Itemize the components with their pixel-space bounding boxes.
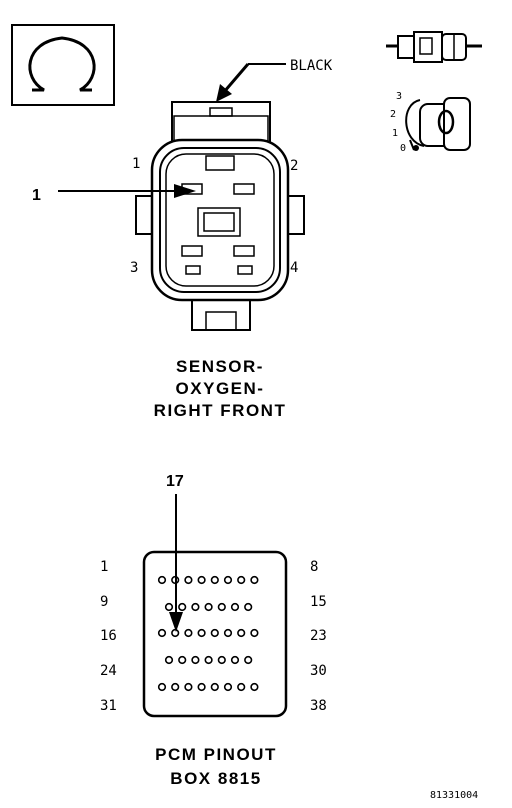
pcm-row-right-5: 38 [310, 698, 327, 714]
pcm-pin [244, 602, 253, 612]
pcm-title-line-2: BOX 8815 [170, 769, 261, 788]
pcm-pin [157, 628, 167, 638]
pcm-pin [184, 575, 193, 585]
cavity-label-2: 2 [290, 158, 298, 174]
omega-symbol [11, 24, 115, 106]
pcm-pin [171, 682, 180, 692]
pcm-pinout-box [142, 550, 288, 718]
pcm-pin [250, 575, 259, 585]
pcm-pin [191, 655, 200, 665]
pcm-pin [223, 682, 233, 692]
cavity-label-3: 3 [130, 260, 138, 276]
pcm-pin [217, 602, 226, 612]
cavity-3 [181, 245, 203, 257]
pcm-pin [157, 575, 167, 585]
pcm-pin [204, 655, 213, 665]
pcm-row-right-1: 8 [310, 559, 318, 575]
center-key [197, 207, 241, 237]
cavity-label-1: 1 [132, 156, 140, 172]
cavity-4 [233, 245, 255, 257]
pcm-pins [157, 575, 259, 692]
connector-title-line-2: OXYGEN- [176, 379, 265, 398]
pcm-row-right-4: 30 [310, 663, 327, 679]
pcm-pin [217, 655, 226, 665]
color-leader-arrow [216, 63, 286, 102]
key-position-0: 0 [400, 143, 406, 154]
omega-resistance-icon [28, 36, 96, 92]
pcm-pin [191, 602, 200, 612]
pcm-pin [171, 575, 180, 585]
figure-id: 81331004 [430, 790, 478, 801]
pcm-pin [197, 628, 206, 638]
pcm-row-left-1: 1 [100, 559, 108, 575]
pcm-callout: 17 [166, 473, 184, 490]
pcm-row-left-4: 24 [100, 663, 117, 679]
pcm-pin [250, 682, 259, 692]
pcm-pin [164, 602, 174, 612]
pcm-pin [250, 628, 259, 638]
connector-title-line-3: RIGHT FRONT [154, 401, 287, 420]
pcm-pin [197, 682, 206, 692]
key-position-1: 1 [392, 128, 398, 139]
pcm-row-left-5: 31 [100, 698, 117, 714]
pcm-row-right-2: 15 [310, 594, 327, 610]
ignition-key-icon [405, 97, 471, 151]
pcm-pin [197, 575, 206, 585]
connector-callout: 1 [32, 187, 41, 204]
terminal-icon [386, 31, 482, 63]
pcm-pin [230, 655, 240, 665]
pcm-pin [210, 628, 219, 638]
pcm-pin [210, 575, 219, 585]
pcm-row-right-3: 23 [310, 628, 327, 644]
key-position-2: 2 [390, 109, 396, 120]
pcm-pin [237, 628, 246, 638]
pcm-pin [210, 682, 219, 692]
pcm-pin [237, 575, 246, 585]
pcm-pin [223, 575, 233, 585]
callout-arrow-17 [169, 494, 183, 632]
pcm-row-left-2: 9 [100, 594, 108, 610]
pcm-pin [184, 628, 193, 638]
pcm-pin [184, 682, 193, 692]
connector-title-line-1: SENSOR- [176, 357, 264, 376]
pcm-pin [157, 682, 167, 692]
connector-color-label: BLACK [290, 58, 333, 74]
cavity-2 [233, 183, 255, 195]
pcm-row-left-3: 16 [100, 628, 117, 644]
pcm-pin [244, 655, 253, 665]
pcm-title-line-1: PCM PINOUT [155, 745, 277, 764]
pcm-pin [171, 628, 180, 638]
pcm-pin [223, 628, 233, 638]
pcm-pin [237, 682, 246, 692]
cavity-label-4: 4 [290, 260, 298, 276]
pcm-pin [178, 602, 187, 612]
oxygen-sensor-connector [135, 101, 305, 331]
callout-arrow-1 [58, 184, 196, 198]
key-position-3: 3 [396, 91, 402, 102]
pcm-pin [164, 655, 174, 665]
pcm-pin [230, 602, 240, 612]
pcm-pin [204, 602, 213, 612]
pcm-pin [178, 655, 187, 665]
